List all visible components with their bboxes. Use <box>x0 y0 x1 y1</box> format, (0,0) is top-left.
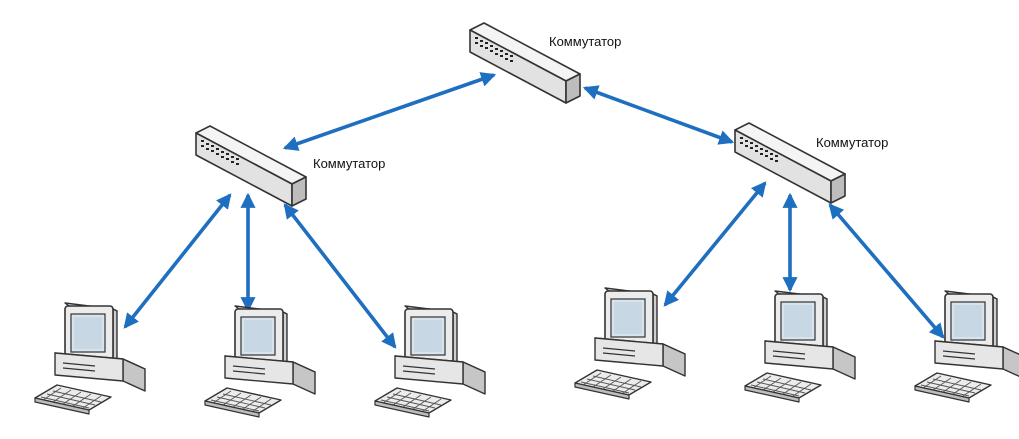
switch-icon <box>195 125 307 207</box>
link-right-pc6 <box>828 203 945 339</box>
computer-icon <box>34 302 146 415</box>
computer-icon <box>574 287 686 400</box>
connection-arrows <box>123 72 945 349</box>
computer-icon <box>204 305 316 418</box>
computer-icon <box>914 290 1019 403</box>
computer-icon <box>744 290 856 403</box>
link-left-pc1 <box>123 193 232 329</box>
link-top-right <box>582 85 735 145</box>
link-left-pc3 <box>283 203 397 349</box>
link-top-left <box>282 72 497 151</box>
link-right-pc4 <box>663 181 767 307</box>
computer-icon <box>374 305 486 418</box>
switch-label-right: Коммутатор <box>816 135 889 150</box>
switch-label-left: Коммутатор <box>313 156 386 171</box>
switch-label-top: Коммутатор <box>549 34 622 49</box>
